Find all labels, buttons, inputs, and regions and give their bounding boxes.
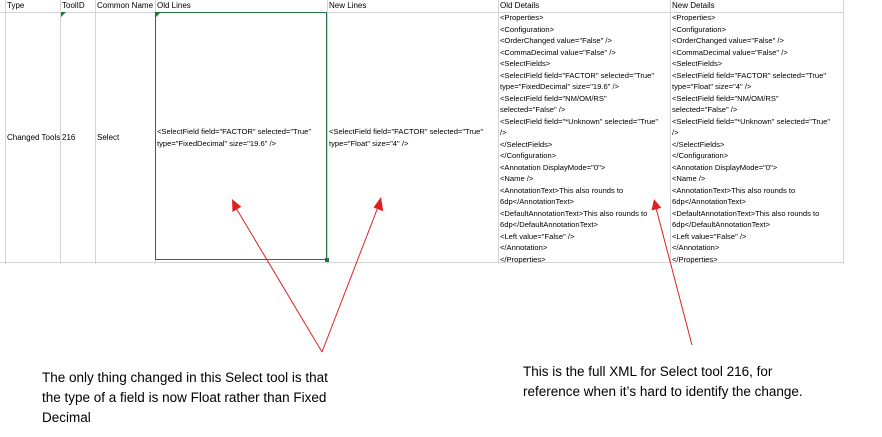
xml-line: <SelectFields> [500,59,551,68]
xml-line: <Name /> [500,174,534,183]
cell-common-name[interactable]: Select [97,133,120,142]
header-common-name[interactable]: Common Name [97,1,154,10]
gridline [843,0,844,264]
arrowhead-icon [651,199,662,211]
fill-handle[interactable] [325,258,329,262]
arrow-to-old-lines [235,207,323,353]
xml-line: /> [500,128,507,137]
xml-line: <DefaultAnnotationText>This also rounds … [500,208,648,218]
xml-line: /> [672,128,679,137]
xml-line: <Configuration> [672,24,727,34]
cell-toolid[interactable]: 216 [62,133,76,142]
gridline [498,0,499,264]
spreadsheet: Type ToolID Common Name Old Lines New Li… [0,0,844,265]
cell-new-lines[interactable]: <SelectField field="FACTOR" selected="Tr… [327,126,498,149]
xml-line: <SelectField field="FACTOR" selected="Tr… [672,70,827,80]
gridline [670,0,671,264]
xml-line: </Annotation> [500,243,548,252]
header-toolid[interactable]: ToolID [62,1,85,10]
xml-line: selected="False" /> [500,105,566,114]
gridline [5,0,6,264]
arrow-to-details [655,207,693,346]
gridline [0,12,843,13]
cell-flag-icon [156,12,161,17]
header-new-details[interactable]: New Details [672,1,715,10]
cell-line: type="FixedDecimal" size="19.6" /> [157,138,277,148]
xml-line: </Configuration> [500,151,557,160]
header-type[interactable]: Type [7,1,25,10]
xml-line: <SelectField field="*Unknown" selected="… [500,116,659,126]
xml-line: 6dp</AnnotationText> [672,197,746,206]
xml-line: <CommaDecimal value="False" /> [500,47,616,57]
note-line: Decimal [42,410,91,425]
xml-line: <Annotation DisplayMode="0"> [500,162,606,172]
xml-line: 6dp</DefaultAnnotationText> [500,220,598,229]
header-old-details[interactable]: Old Details [500,1,540,10]
cell-old-details[interactable]: <Properties> <Configuration> <OrderChang… [498,12,670,265]
xml-line: selected="False" /> [672,105,738,114]
note-line: This is the full XML for Select tool 216… [523,364,773,379]
xml-line: <CommaDecimal value="False" /> [672,47,788,57]
xml-line: 6dp</DefaultAnnotationText> [672,220,770,229]
gridline [327,0,328,264]
note-right: This is the full XML for Select tool 216… [523,362,803,402]
gridline [95,0,96,264]
xml-line: <Left value="False" /> [672,231,747,241]
xml-line: <Properties> [672,13,716,22]
xml-line: 6dp</AnnotationText> [500,197,574,206]
xml-line: <OrderChanged value="False" /> [672,36,784,45]
arrowhead-icon [373,197,384,212]
arrowhead-icon [232,199,242,212]
header-new-lines[interactable]: New Lines [329,1,367,10]
xml-line: <AnnotationText>This also rounds to [672,185,796,195]
xml-line: <OrderChanged value="False" /> [500,36,612,45]
note-line: reference when it’s hard to identify the… [523,384,803,399]
gridline [60,0,61,264]
gridline [0,262,843,263]
xml-line: </Properties> [500,254,546,264]
cell-new-details[interactable]: <Properties> <Configuration> <OrderChang… [670,12,843,265]
active-cell-selection[interactable] [155,12,327,260]
cell-old-lines[interactable]: <SelectField field="FACTOR" selected="Tr… [155,126,327,149]
xml-line: <Annotation DisplayMode="0"> [672,162,778,172]
note-line: The only thing changed in this Select to… [42,370,328,385]
xml-line: </SelectFields> [500,139,553,149]
xml-line: <SelectFields> [672,59,723,68]
cell-type[interactable]: Changed Tools [7,133,61,142]
xml-line: <SelectField field="NM/OM/RS" [500,93,607,103]
arrow-to-new-lines [321,206,379,353]
xml-line: <Configuration> [500,24,555,34]
cell-line: <SelectField field="FACTOR" selected="Tr… [329,127,484,136]
xml-line: <SelectField field="*Unknown" selected="… [672,116,831,126]
note-left: The only thing changed in this Select to… [42,368,328,428]
cell-flag-icon [61,12,66,17]
xml-line: <Properties> [500,13,544,22]
xml-line: <SelectField field="FACTOR" selected="Tr… [500,70,655,80]
xml-line: </SelectFields> [672,139,725,149]
xml-line: <SelectField field="NM/OM/RS" [672,93,779,103]
xml-line: type="FixedDecimal" size="19.6" /> [500,82,620,91]
xml-line: <Left value="False" /> [500,231,575,241]
xml-line: <Name /> [672,174,706,183]
header-old-lines[interactable]: Old Lines [157,1,191,10]
note-line: the type of a field is now Float rather … [42,390,327,405]
xml-line: <AnnotationText>This also rounds to [500,185,624,195]
xml-line: <DefaultAnnotationText>This also rounds … [672,208,820,218]
xml-line: type="Float" size="4" /> [672,82,752,91]
cell-line: <SelectField field="FACTOR" selected="Tr… [157,127,312,136]
xml-line: </Properties> [672,254,718,264]
xml-line: </Configuration> [672,151,729,160]
xml-line: </Annotation> [672,243,720,252]
cell-line: type="Float" size="4" /> [329,138,409,148]
